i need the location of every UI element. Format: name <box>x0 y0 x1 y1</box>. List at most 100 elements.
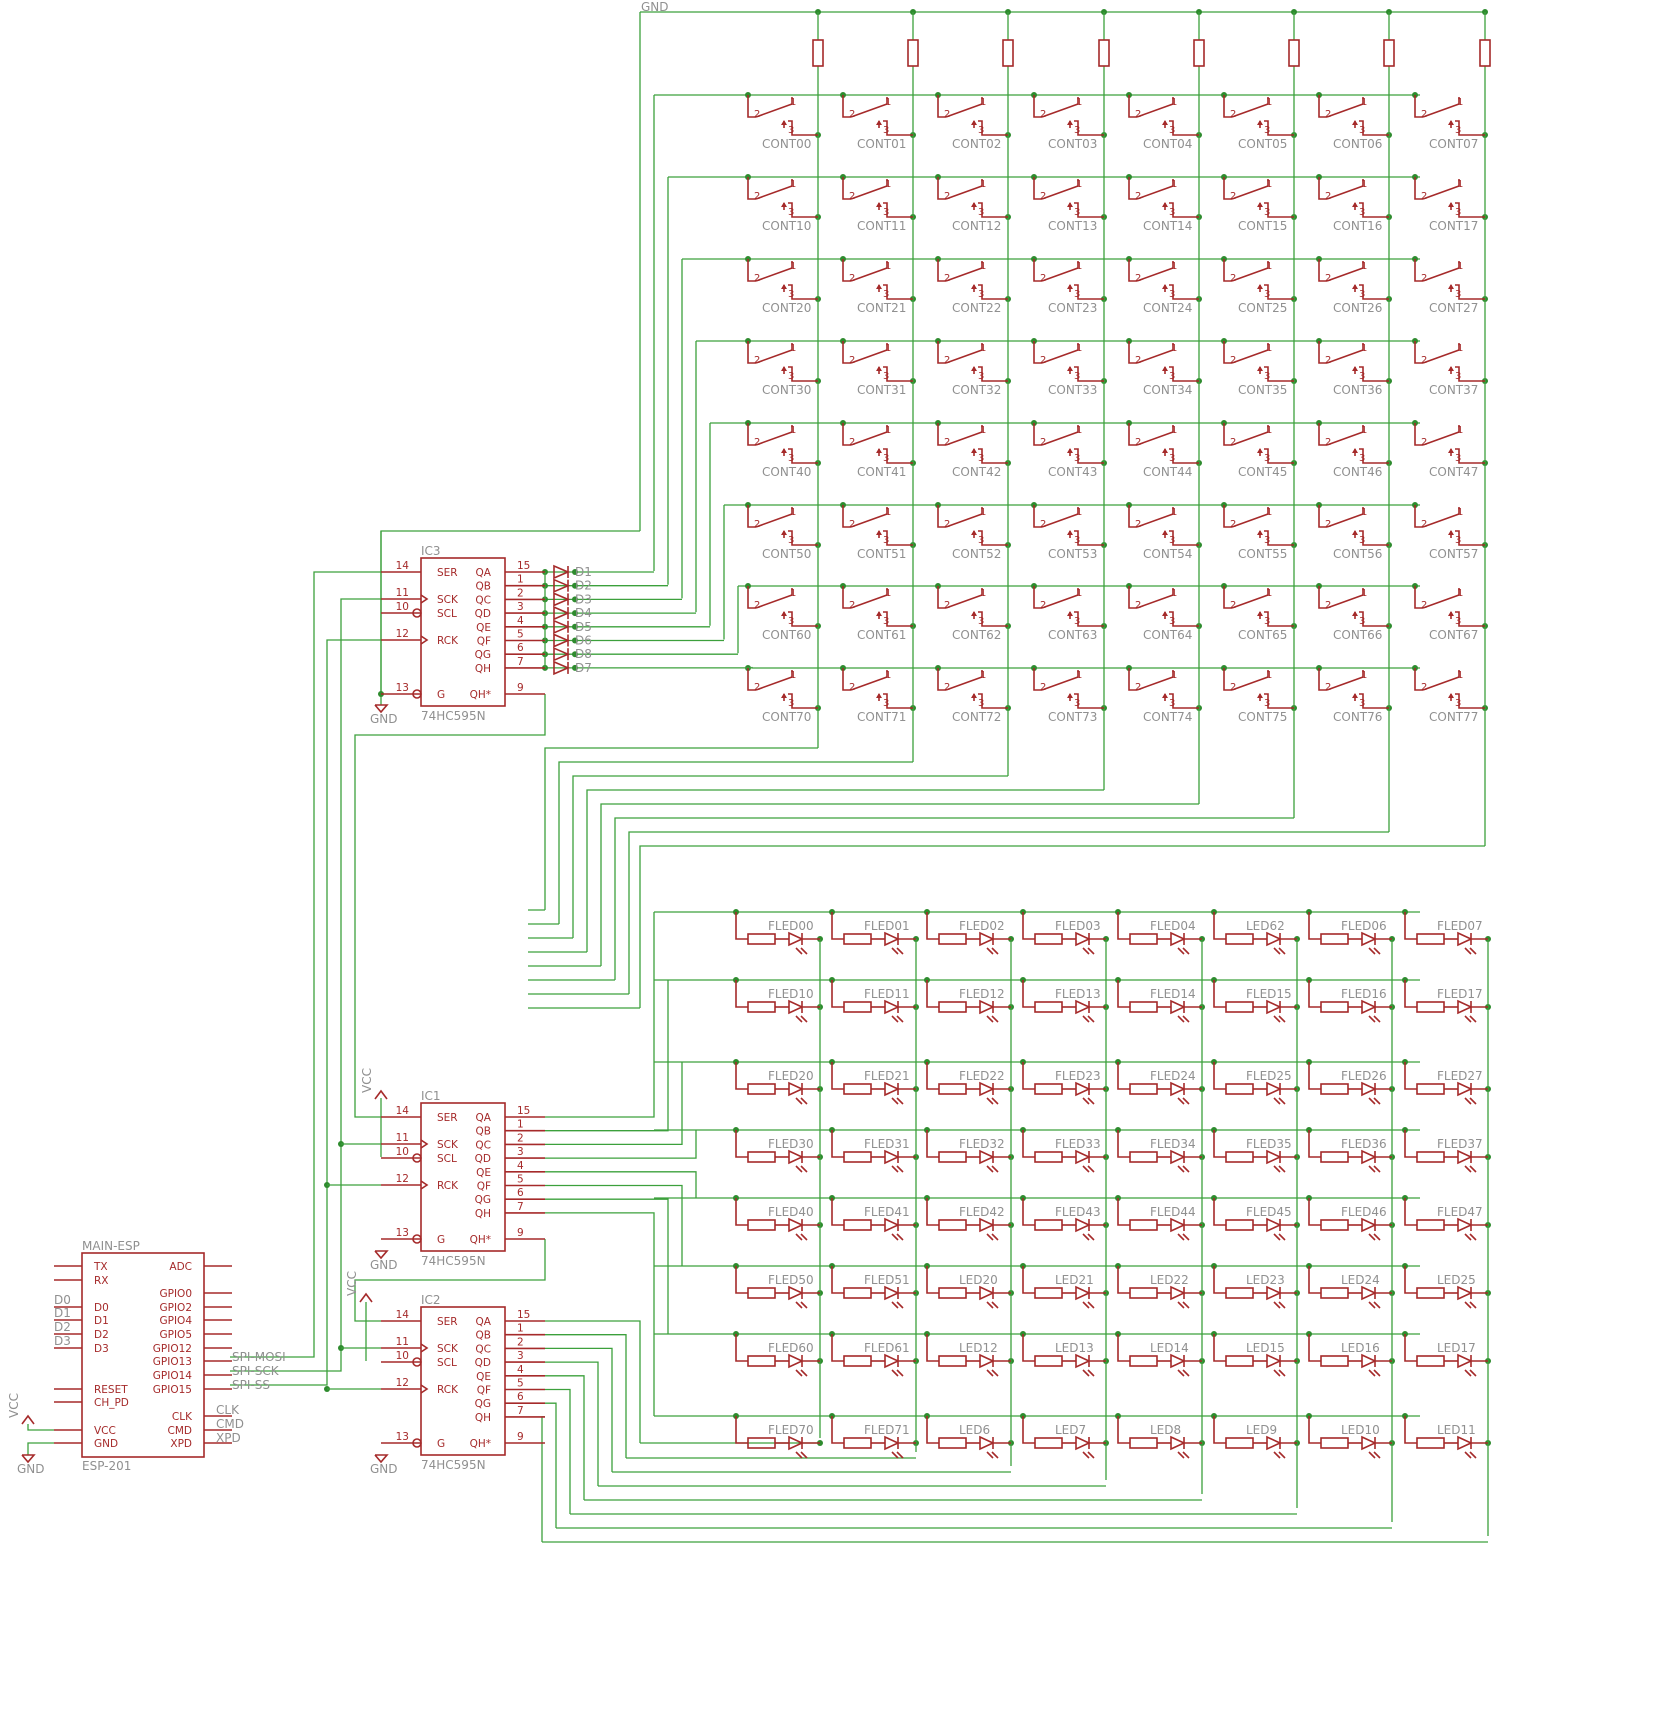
led-anode-lead <box>831 1266 844 1294</box>
switch-pin-3: 3 <box>1359 125 1365 136</box>
led-fled06 <box>1308 912 1392 955</box>
ic-pin-num: 4 <box>517 615 524 627</box>
switch-arrow <box>1352 693 1358 698</box>
switch-arrow <box>971 448 977 453</box>
led-fled33 <box>1022 1130 1106 1173</box>
led-light-arrow <box>795 1165 803 1173</box>
switch-pin-2: 2 <box>1135 355 1141 366</box>
switch-common-lead <box>842 341 851 364</box>
switch-pin-3: 3 <box>788 453 794 464</box>
led-light-arrow <box>1082 1097 1090 1105</box>
switch-no-lead <box>788 120 818 136</box>
led-anode-lead <box>926 1266 939 1294</box>
led-light-arrow <box>891 1233 899 1241</box>
switch-no-lead <box>1169 202 1199 218</box>
switch-pin-3: 3 <box>1455 289 1461 300</box>
led-resistor <box>1225 1151 1254 1163</box>
led-resistor <box>843 1151 872 1163</box>
switch-common-lead <box>1318 177 1327 200</box>
led-anode-lead <box>1308 912 1321 940</box>
switch-pin-2: 2 <box>1230 600 1236 611</box>
switch-pin-3: 3 <box>883 289 889 300</box>
switch-arrow <box>971 611 977 616</box>
led-light-arrow <box>1082 1015 1090 1023</box>
led-resistor <box>843 1437 872 1449</box>
switch-blade <box>755 103 793 118</box>
switch-arrow <box>971 202 977 207</box>
switch-common-lead <box>842 259 851 282</box>
switch-arrow <box>971 366 977 371</box>
switch-pin-3: 3 <box>1074 371 1080 382</box>
led-anode-lead <box>926 980 939 1008</box>
switch-cont33 <box>1033 341 1104 382</box>
led-label: FLED16 <box>1341 987 1387 1001</box>
switch-cont01 <box>842 95 913 136</box>
switch-pin-2: 2 <box>944 519 950 530</box>
switch-pin-2: 2 <box>1040 273 1046 284</box>
led-fled16 <box>1308 980 1392 1023</box>
led-light-arrow <box>1087 1301 1095 1309</box>
switch-label: CONT15 <box>1238 219 1287 233</box>
junction-dot <box>572 637 578 644</box>
led-anode-lead <box>1117 1266 1130 1294</box>
ic-ref-label: IC2 <box>421 1293 441 1307</box>
diode-d7 <box>553 660 571 676</box>
led-light-arrow <box>1469 947 1477 955</box>
switch-blade <box>1422 349 1460 364</box>
ic-pin-num: 12 <box>396 1173 409 1185</box>
switch-label: CONT44 <box>1143 465 1192 479</box>
ic2-output-wire <box>545 1402 557 1528</box>
switch-cont65 <box>1223 586 1294 627</box>
diode-d5 <box>553 619 571 635</box>
switch-label: CONT13 <box>1048 219 1097 233</box>
led-fled25 <box>1213 1062 1297 1105</box>
switch-no-lead <box>1264 366 1294 382</box>
led-light-arrow <box>1278 1165 1286 1173</box>
ic-pin-num: 14 <box>396 560 410 572</box>
switch-label: CONT45 <box>1238 465 1287 479</box>
led-body <box>1361 1353 1377 1369</box>
rck-clock-mark <box>420 1180 429 1190</box>
switch-blade <box>1136 431 1174 446</box>
led-anode-lead <box>926 1416 939 1444</box>
ic-pin-name: QF <box>477 636 491 648</box>
switch-cont05 <box>1223 95 1294 136</box>
switch-pin-1: 1 <box>1076 179 1082 190</box>
switch-blade <box>850 349 888 364</box>
switch-label: CONT31 <box>857 383 906 397</box>
led-body <box>1457 999 1473 1015</box>
led-label: FLED04 <box>1150 919 1196 933</box>
switch-blade <box>1041 185 1079 200</box>
switch-pin-1: 1 <box>1266 588 1272 599</box>
led-light-arrow <box>795 1369 803 1377</box>
switch-pin-3: 3 <box>1455 371 1461 382</box>
ic1-output-wire <box>545 1062 683 1146</box>
switch-pin-1: 1 <box>885 97 891 108</box>
switch-arrow <box>876 448 882 453</box>
switch-pin-3: 3 <box>1359 453 1365 464</box>
diode-d4 <box>553 605 571 621</box>
led-light-arrow <box>1368 1451 1376 1459</box>
diode-label: D5 <box>575 620 592 634</box>
led-light-arrow <box>1182 947 1190 955</box>
switch-label: CONT22 <box>952 301 1001 315</box>
switch-no-lead <box>1074 120 1104 136</box>
led-fled20 <box>735 1062 820 1105</box>
switch-no-lead <box>1359 448 1389 464</box>
led-resistor <box>843 1219 872 1231</box>
led-body <box>1266 1081 1282 1097</box>
led-fled03 <box>1022 912 1106 955</box>
switch-label: CONT53 <box>1048 547 1097 561</box>
switch-pin-1: 1 <box>1076 261 1082 272</box>
switch-common-lead <box>1128 505 1137 528</box>
led-fled00 <box>735 912 820 955</box>
vcc-symbol-label: VCC <box>7 1393 21 1418</box>
switch-cont40 <box>747 423 818 464</box>
led-resistor <box>1129 1083 1158 1095</box>
diode-d1 <box>553 564 571 580</box>
switch-no-lead <box>883 693 913 709</box>
led-light-arrow <box>891 1015 899 1023</box>
switch-pin-3: 3 <box>978 207 984 218</box>
switch-pin-3: 3 <box>788 616 794 627</box>
switch-arrow <box>781 448 787 453</box>
